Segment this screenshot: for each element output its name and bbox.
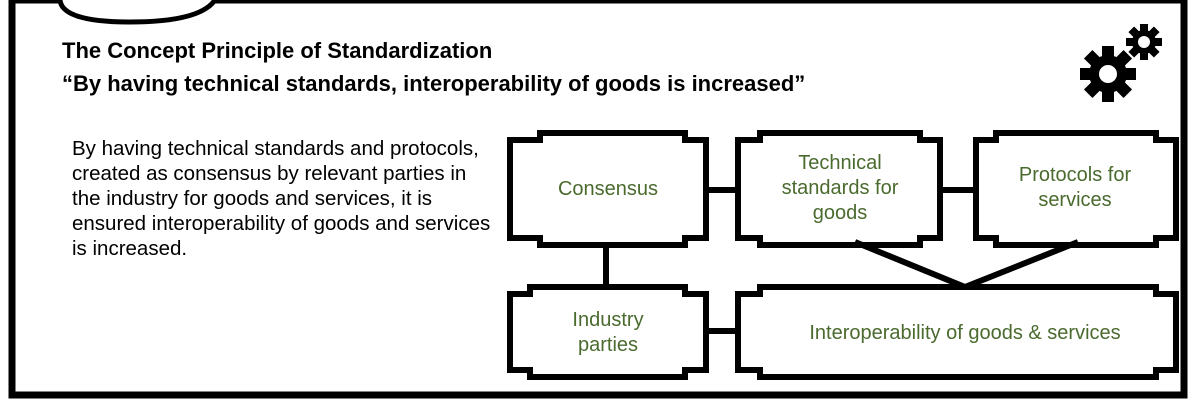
node-protocols-box (973, 130, 1179, 248)
connector-technical-interop (853, 239, 967, 290)
speech-bubble (57, 0, 218, 25)
description-text: By having technical standards and protoc… (72, 137, 491, 260)
node-interop-label: Interoperability of goods & services (809, 321, 1121, 344)
node-industry-label: Industry parties (572, 309, 644, 356)
heading-title: The Concept Principle of Standardization (62, 38, 493, 63)
node-consensus-label: Consensus (557, 177, 659, 200)
node-industry-box (507, 284, 709, 380)
node-technical-box (735, 130, 943, 248)
node-technical-label: Technical standards for goods (781, 151, 899, 224)
node-consensus-box (507, 130, 709, 248)
connector-protocols-interop (963, 239, 1080, 290)
node-protocols-label: Protocols for services (1018, 164, 1132, 211)
node-interop-box (735, 284, 1179, 380)
gears-icon (1080, 24, 1162, 102)
heading-quote: “By having technical standards, interope… (62, 71, 806, 96)
